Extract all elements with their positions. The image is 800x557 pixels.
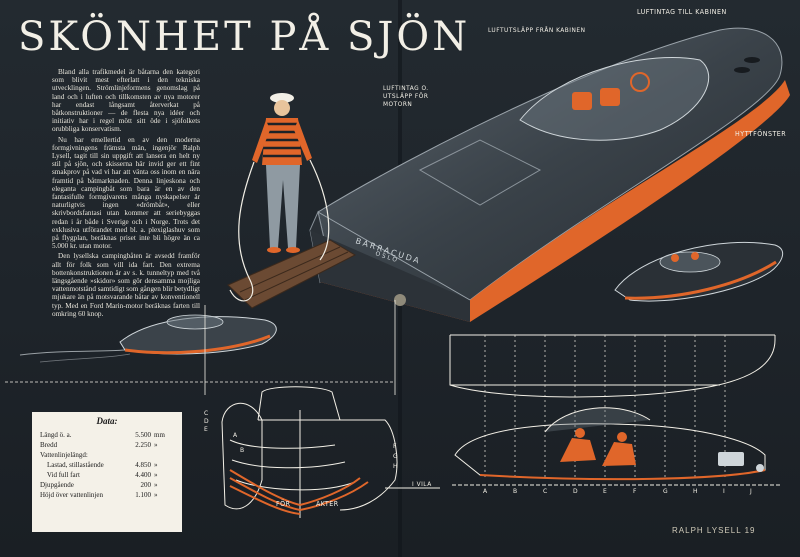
seated-figures xyxy=(560,428,636,466)
section-letter: D xyxy=(204,418,209,425)
spec-key: Bredd xyxy=(40,441,58,449)
man-figure xyxy=(229,93,330,302)
label-i-vila: I VILA xyxy=(412,480,432,488)
station-letter: E xyxy=(603,488,607,495)
main-boat-illustration: BARRACUDA OSLO xyxy=(309,27,790,322)
spec-value: 4.400 xyxy=(135,471,151,479)
spec-row: Vattenlinjelängd: xyxy=(40,450,174,460)
specifications-heading: Data: xyxy=(96,416,118,426)
spec-key: Längd ö. a. xyxy=(40,431,72,439)
section-letter: C xyxy=(204,410,208,417)
spec-row: Höjd över vattenlinjen 1.100 » xyxy=(40,490,174,500)
station-letter: A xyxy=(483,488,488,495)
section-letter: E xyxy=(204,426,208,433)
section-letter: A xyxy=(233,432,238,439)
section-letter: G xyxy=(393,453,398,460)
section-letter: F xyxy=(393,443,397,450)
spec-unit: » xyxy=(154,481,158,489)
spec-value: 5.500 xyxy=(135,431,151,439)
engine-block xyxy=(718,452,764,472)
article-paragraph: Bland alla trafikmedel är båtarna den ka… xyxy=(52,68,200,134)
artist-signature: RALPH LYSELL 19 xyxy=(672,526,756,535)
spec-row: Lastad, stillastående 4.850 » xyxy=(40,460,174,470)
article-paragraph: Nu har emellertid en av den moderna form… xyxy=(52,135,200,251)
label-luftslapp: LUFTUTSLÄPP FRÅN KABINEN xyxy=(488,26,586,34)
spec-value: 200 xyxy=(140,481,152,489)
station-letter: J xyxy=(749,488,752,495)
section-letter: H xyxy=(393,463,398,470)
spec-unit: » xyxy=(154,441,158,449)
spec-unit xyxy=(151,450,174,460)
small-boat-right-illustration xyxy=(614,242,784,302)
station-letter: F xyxy=(633,488,637,495)
article-body: Bland alla trafikmedel är båtarna den ka… xyxy=(52,68,200,320)
label-luftintag-motorn: LUFTINTAG O. UTSLÄPP FÖR MOTORN xyxy=(383,84,429,108)
spec-unit: » xyxy=(154,461,158,469)
section-letter: B xyxy=(240,447,244,454)
spec-key: Vid full fart xyxy=(40,471,80,479)
body-plan-drawing xyxy=(221,386,440,518)
station-letter: H xyxy=(693,488,698,495)
label-luftintag-kabinen: LUFTINTAG TILL KABINEN xyxy=(637,8,727,16)
spec-unit: mm xyxy=(154,431,165,439)
spec-unit: » xyxy=(154,491,158,499)
section-letters: C D E A B F G H xyxy=(204,410,398,470)
page-title: SKÖNHET PÅ SJÖN xyxy=(18,14,471,60)
small-boat-left-illustration xyxy=(19,314,277,363)
station-letter: I xyxy=(723,488,725,495)
station-letter: B xyxy=(513,488,517,495)
station-letter: C xyxy=(543,488,547,495)
spec-value: 1.100 xyxy=(135,491,151,499)
spec-key: Höjd över vattenlinjen xyxy=(40,491,103,499)
spec-row: Bredd 2.250 » xyxy=(40,440,174,450)
spec-value: 2.250 xyxy=(135,441,151,449)
spec-value xyxy=(111,450,151,460)
side-view-drawing xyxy=(452,407,780,486)
spec-row: Djupgående 200 » xyxy=(40,480,174,490)
spec-key: Vattenlinjelängd: xyxy=(40,451,88,459)
spec-value: 4.850 xyxy=(135,461,151,469)
label-akter: AKTER xyxy=(316,500,339,508)
station-letter: G xyxy=(663,488,668,495)
label-hyttfonster: HYTTFÖNSTER xyxy=(735,130,787,138)
specifications-table: Data: Längd ö. a. 5.500 mm Bredd 2.250 »… xyxy=(32,412,182,532)
spec-key: Lastad, stillastående xyxy=(40,461,104,469)
dimension-lines xyxy=(5,300,396,395)
label-for: FÖR xyxy=(276,500,291,508)
spec-unit: » xyxy=(154,471,158,479)
article-paragraph: Den lysellska campingbåten är avsedd fra… xyxy=(52,252,200,318)
station-letter: D xyxy=(573,488,578,495)
spec-row: Vid full fart 4.400 » xyxy=(40,470,174,480)
spec-row: Längd ö. a. 5.500 mm xyxy=(40,430,174,440)
station-letters: A B C D E F G H I J xyxy=(483,488,752,495)
spec-key: Djupgående xyxy=(40,481,74,489)
